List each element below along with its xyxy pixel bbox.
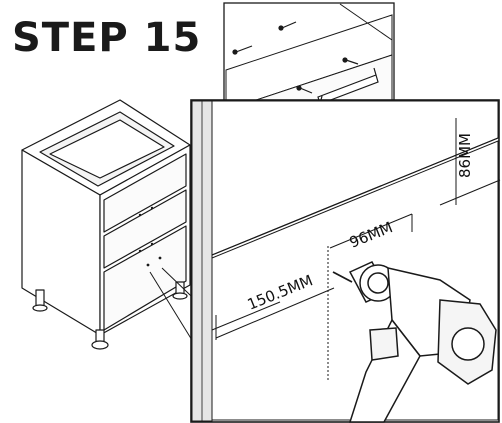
step-title: STEP 15 [12, 15, 202, 61]
cabinet-illustration [21, 99, 215, 350]
dimension-label-86: 86MM [456, 133, 474, 178]
screw-icon [232, 21, 359, 94]
drawer-closeup-view: 150.5MM 96MM 86MM [190, 99, 501, 423]
power-drill-icon [332, 261, 497, 423]
